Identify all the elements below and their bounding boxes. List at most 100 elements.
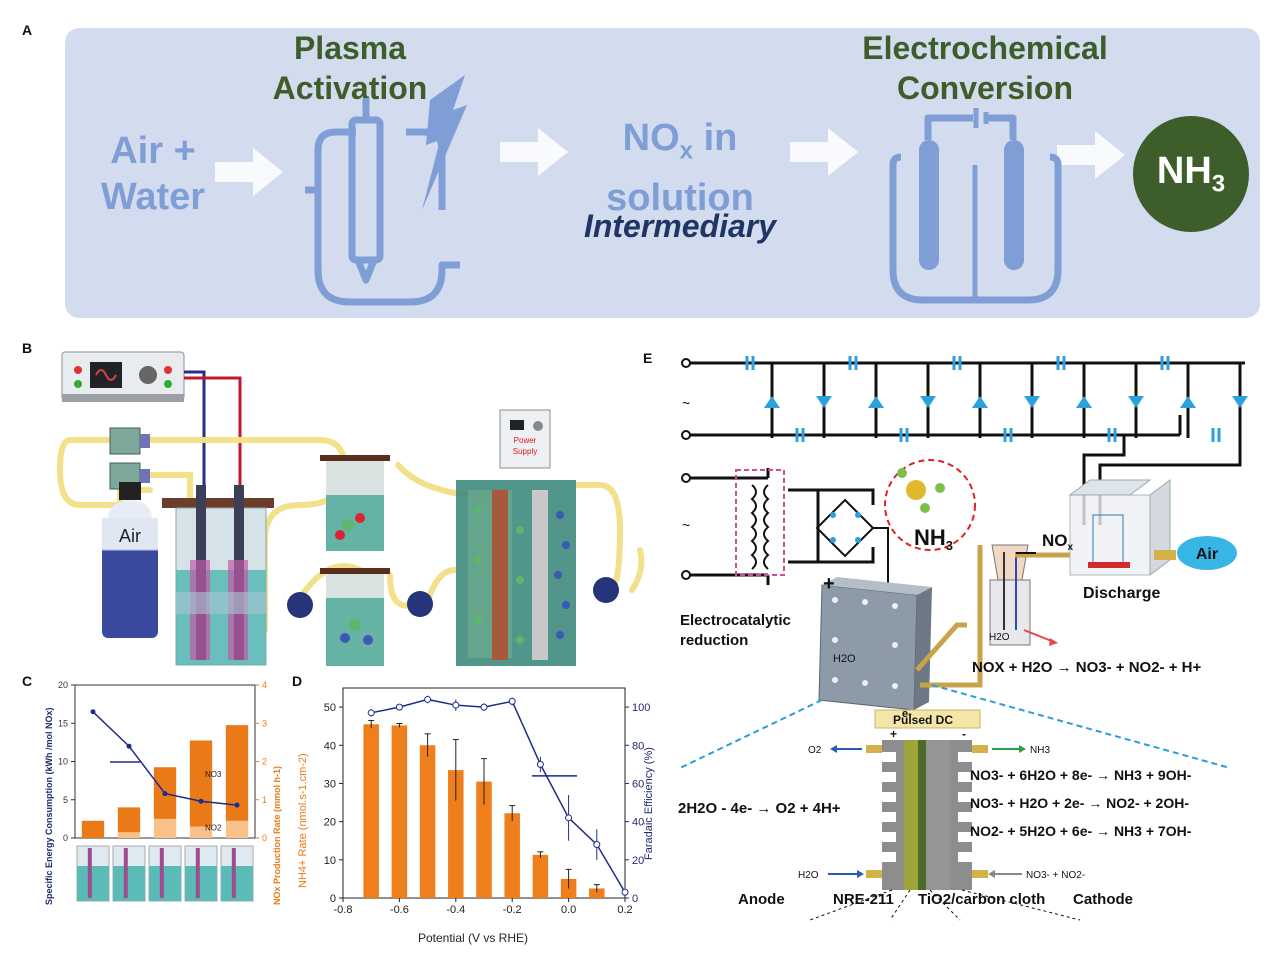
panel-c-right-tick-label: 0 (262, 833, 267, 843)
electron-label: e- (902, 708, 912, 720)
panel-d-fe-point (452, 701, 460, 709)
panel-c-bar-no2 (189, 826, 213, 838)
panel-c-bar-no2 (153, 818, 177, 838)
nh3-molecule-highlight (884, 459, 976, 551)
panel-d-left-tick-label: 0 (330, 893, 336, 905)
panel-a-graphics (215, 75, 1249, 306)
panel-d-fe-line (371, 698, 626, 893)
electrochemical-cell-icon (889, 108, 1062, 304)
panel-c-legend-no3: NO3 (205, 770, 222, 779)
panel-label-d: D (292, 673, 303, 689)
svg-text:+: + (823, 573, 835, 595)
panel-c-ylabel-right: NOx Production Rate (mmol h-1) (272, 766, 282, 905)
pump-2-icon (407, 591, 433, 617)
arrow-4-icon (1057, 131, 1125, 179)
plasma-activation-title: Plasma Activation (272, 30, 428, 106)
panel-d-x-tick-label: 0.2 (617, 904, 632, 916)
flow-cell-icon (818, 577, 932, 711)
panel-c-right-tick-label: 1 (262, 795, 267, 805)
panel-c-bar-no3 (81, 820, 105, 838)
panel-d-rate-bar (476, 781, 492, 898)
panel-d-ylabel-left: NH4+ Rate (nmol.s-1.cm-2) (297, 753, 309, 888)
svg-text:+: + (890, 727, 897, 741)
panel-d-rate-bar (504, 813, 520, 898)
bottle-h2o-label: H2O (989, 632, 1010, 643)
panel-d-fe-point (536, 760, 544, 768)
panel-d-chart: Potential (V vs RHE) NH4+ Rate (nmol.s-1… (297, 687, 655, 945)
panel-label-b: B (22, 340, 33, 356)
panel-d-right-tick-label: 0 (632, 893, 638, 905)
svg-text:~: ~ (682, 517, 690, 533)
panel-c-right-tick-label: 3 (262, 718, 267, 728)
air-cylinder-label: Air (119, 526, 141, 546)
panel-d-left-tick-label: 10 (324, 855, 336, 867)
lightning-icon (422, 75, 467, 210)
power-supply-label-1: Power (514, 436, 537, 445)
svg-text:-: - (962, 727, 966, 741)
nh3-out-label: NH3 (1030, 745, 1050, 756)
pulsed-dc-label: Pulsed DC (893, 713, 953, 727)
panel-c-reactor-thumbnail-liquid (185, 866, 217, 901)
panel-c-reactor-thumbnail-electrode (123, 848, 128, 898)
electrocatalytic-label-2: reduction (680, 632, 748, 649)
h2o-in-label: H2O (798, 870, 819, 881)
discharge-label: Discharge (1083, 585, 1160, 602)
panel-c-bar-no2 (117, 832, 141, 838)
panel-c-left-tick-label: 15 (58, 718, 68, 728)
air-cloud-icon (1177, 536, 1237, 570)
panel-c-energy-point (162, 791, 168, 797)
panel-d-fe-point (508, 697, 516, 705)
panel-d-x-tick-label: 0.0 (561, 904, 576, 916)
no-in-label: NO3- + NO2- (1026, 870, 1085, 881)
panel-c-energy-point (234, 802, 240, 808)
electrode-left-icon (919, 140, 939, 270)
air-water-label: Air + Water (100, 130, 206, 218)
electrocatalytic-label-1: Electrocatalytic (680, 612, 791, 629)
panel-c-left-tick-label: 20 (58, 680, 68, 690)
arrow-2-icon (500, 128, 568, 176)
panel-d-left-tick-label: 30 (324, 778, 336, 790)
panel-d-x-tick-label: -0.6 (390, 904, 409, 916)
panel-d-fe-point (424, 695, 432, 703)
label-nre-211: NRE-211 (833, 891, 894, 908)
anode-reaction: 2H2O - 4e- → O2 + 4H+ (678, 800, 841, 817)
panel-c-reactor-thumbnail-electrode (231, 848, 236, 898)
panel-d-fe-point (565, 814, 573, 822)
panel-c-energy-point (126, 743, 132, 749)
panel-d-right-tick-label: 100 (632, 702, 650, 714)
panel-label-c: C (22, 673, 33, 689)
panel-d-rate-bar (589, 888, 605, 898)
panel-c-reactor-thumbnail-liquid (113, 866, 145, 901)
panel-c-energy-point (90, 709, 96, 715)
nh3-molecule-icon (906, 480, 926, 500)
power-supply-label-2: Supply (513, 447, 537, 456)
panel-d-left-tick-label: 40 (324, 740, 336, 752)
nox-solution-label: NOx in solution (606, 117, 754, 219)
electrochemical-cell-apparatus-icon (456, 409, 576, 666)
panel-d-right-tick-label: 40 (632, 817, 644, 829)
cathode-reaction-3: NO2- + 5H2O + 6e- → NH3 + 7OH- (970, 823, 1192, 839)
panel-c-ylabel-left: Specific Energy Consumption (kWh /mol NO… (44, 707, 54, 905)
panel-c-energy-point (198, 798, 204, 804)
panel-d-x-tick-label: -0.2 (503, 904, 522, 916)
discharge-chamber-icon (1068, 479, 1171, 576)
arrow-1-icon (215, 148, 283, 196)
panel-d-rate-bar (391, 725, 408, 898)
label-tio2-carbon-cloth: TiO2/carbon cloth (918, 891, 1045, 908)
panel-label-a: A (22, 22, 33, 38)
panel-c-reactor-thumbnail-liquid (221, 866, 253, 901)
cathode-reaction-2: NO3- + H2O + 2e- → NO2- + 2OH- (970, 795, 1189, 811)
panel-c-bar-no3 (117, 807, 141, 833)
anolyte-reservoir-icon (320, 455, 390, 551)
panel-c-reactor-thumbnail-electrode (159, 848, 164, 898)
panel-d-rate-bar (419, 745, 436, 898)
electrochemical-conversion-title: Electrochemical Conversion (862, 30, 1108, 106)
panel-c-right-tick-label: 4 (262, 680, 267, 690)
panel-c-left-tick-label: 10 (58, 757, 68, 767)
svg-text:~: ~ (682, 395, 690, 411)
panel-e-diagram: ~ ~ NH3 + H2O Discharge (678, 356, 1248, 921)
panel-c-bar-no3 (225, 725, 249, 821)
pump-1-icon (287, 592, 313, 618)
panel-c-reactor-thumbnail-electrode (195, 848, 200, 898)
air-cloud-label: Air (1196, 546, 1218, 563)
